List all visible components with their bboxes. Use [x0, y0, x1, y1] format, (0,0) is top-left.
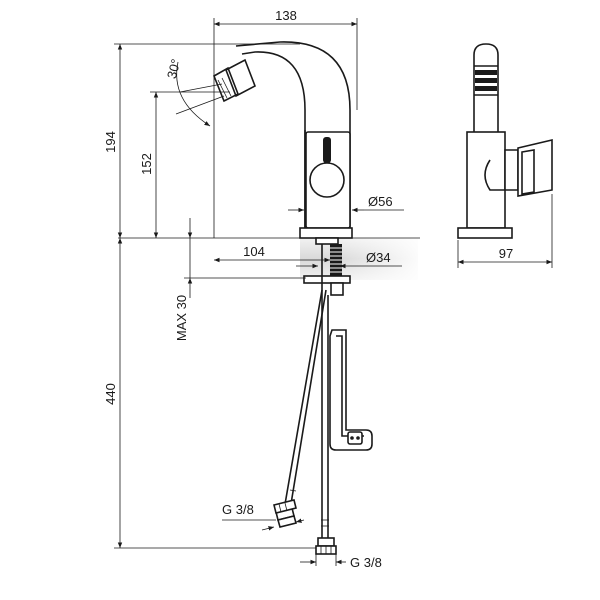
dim-thread-bottom: G 3/8	[350, 555, 382, 570]
dim-thread-hose: G 3/8	[222, 502, 254, 517]
dim-body-diameter: Ø56	[368, 194, 393, 209]
dim-reach: 104	[243, 244, 265, 259]
dim-shank-diameter: Ø34	[366, 250, 391, 265]
dim-height-total: 194	[103, 131, 118, 153]
dim-angle: 30°	[164, 57, 184, 80]
faucet-side-view	[457, 43, 553, 239]
spray-head	[212, 58, 257, 103]
dim-width-top: 138	[275, 8, 297, 23]
dim-hose-length: 440	[103, 383, 118, 405]
dim-height-spout: 152	[139, 153, 154, 175]
hose-fitting-left	[273, 499, 297, 528]
dim-max-thickness: MAX 30	[174, 295, 189, 341]
dimension-lines	[114, 18, 553, 566]
dimension-labels: 138 194 152 30° Ø56 104 Ø34 MAX 30 440 9…	[103, 8, 513, 570]
faucet-front-view	[212, 41, 373, 555]
dim-side-depth: 97	[499, 246, 513, 261]
hose-fitting-bottom	[315, 537, 337, 555]
countertop-section	[118, 237, 420, 280]
threaded-rod-stripes	[330, 247, 342, 273]
